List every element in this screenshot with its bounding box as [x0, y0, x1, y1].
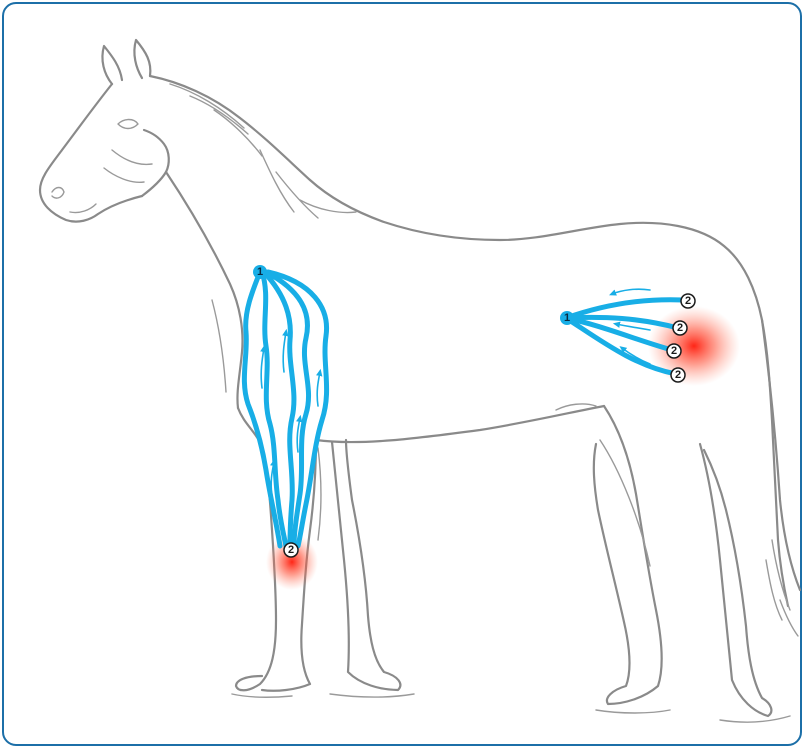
hip-target-label-1: 2 [685, 295, 691, 307]
hip-target-label-2: 2 [677, 322, 683, 334]
hip-target-marker-1: 2 [681, 294, 695, 308]
leg-target-label: 2 [288, 544, 294, 556]
leg-source-marker: 1 [253, 265, 267, 279]
hip-source-label: 1 [564, 312, 570, 324]
hip-source-marker: 1 [560, 311, 574, 325]
foreleg-lymph-vessels [244, 272, 326, 546]
hip-target-label-4: 2 [675, 369, 681, 381]
hip-target-label-3: 2 [671, 345, 677, 357]
leg-target-marker: 2 [284, 543, 298, 557]
hip-target-marker-3: 2 [667, 344, 681, 358]
hip-target-marker-4: 2 [671, 368, 685, 382]
hip-target-marker-2: 2 [673, 321, 687, 335]
leg-source-label: 1 [257, 266, 263, 278]
